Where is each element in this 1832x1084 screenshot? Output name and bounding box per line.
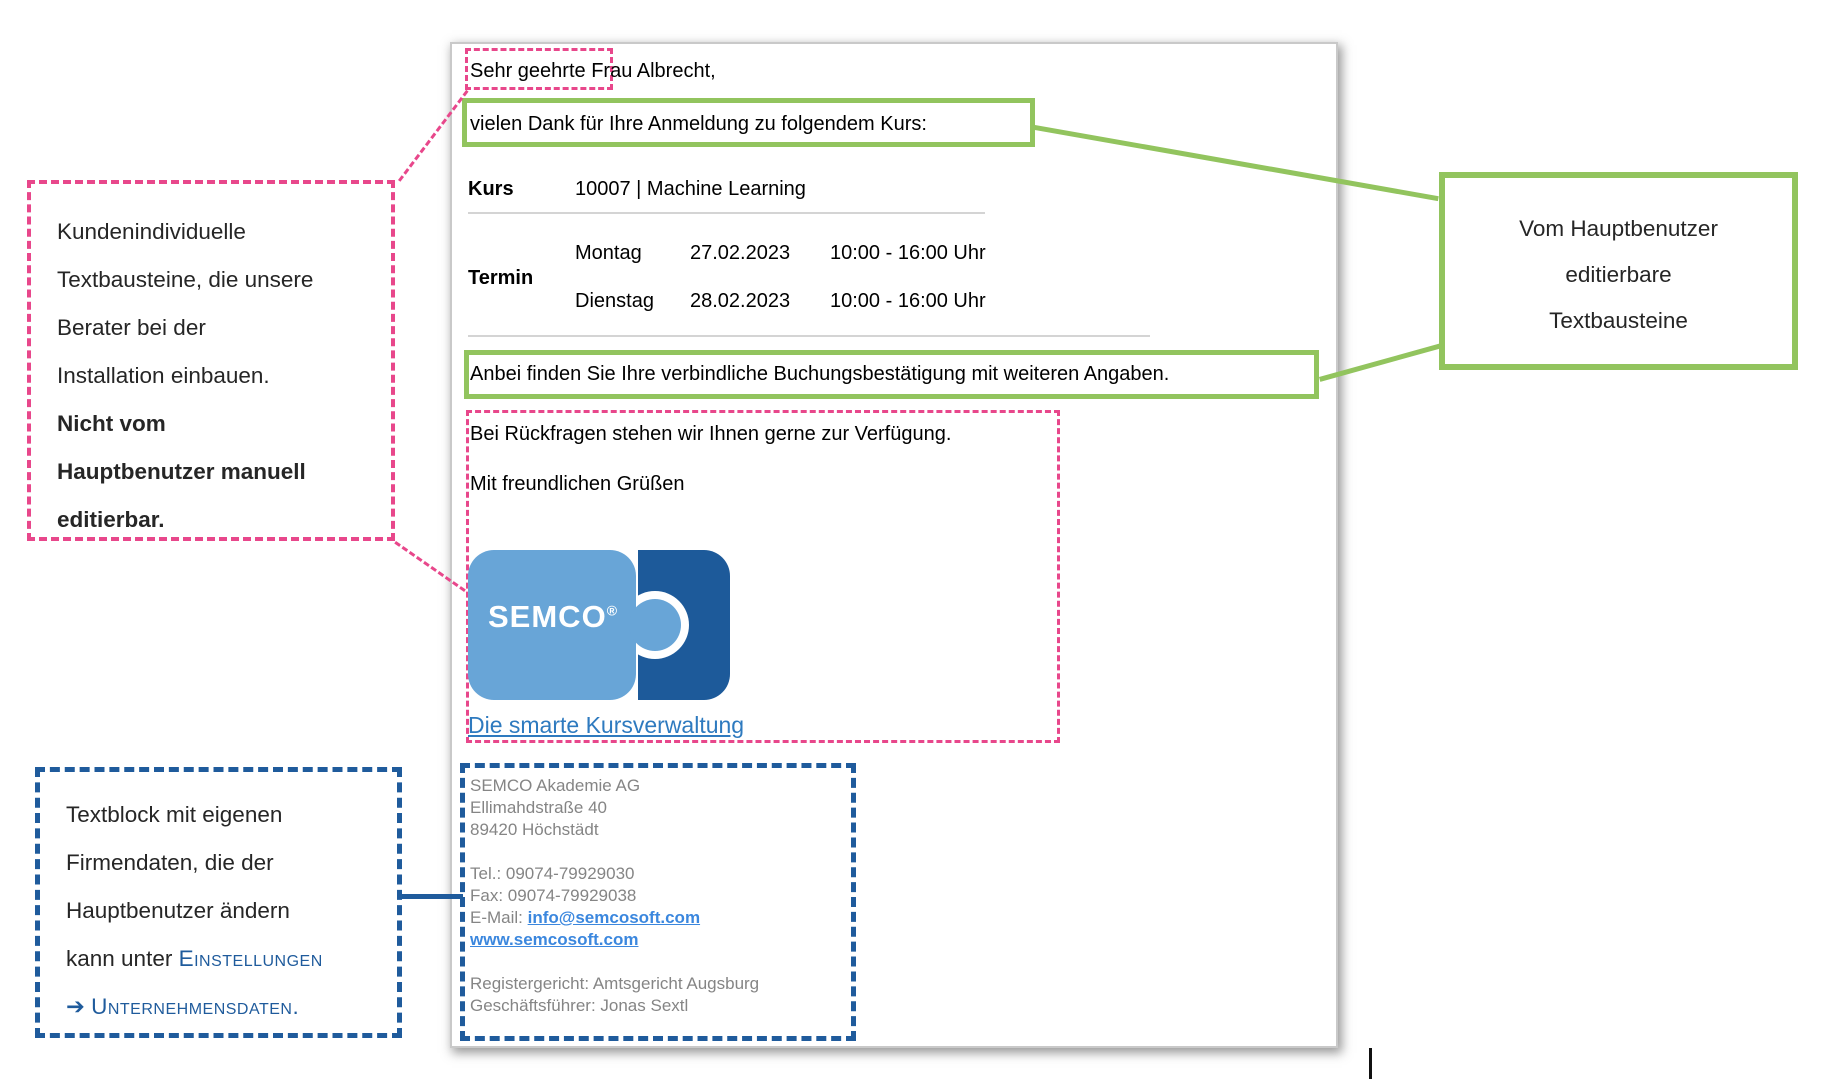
semco-logo: SEMCO® bbox=[468, 550, 730, 700]
company-street: Ellimahdstraße 40 bbox=[470, 798, 608, 817]
company-city: 89420 Höchstädt bbox=[470, 820, 599, 839]
company-data-menu-ref: Unternehmensdaten. bbox=[91, 994, 300, 1019]
signature-block: SEMCO Akademie AG Ellimahdstraße 40 8942… bbox=[470, 775, 759, 1017]
note-editable-text-blocks: Vom Hauptbenutzer editierbare Textbauste… bbox=[1439, 172, 1798, 370]
company-website-line: www.semcosoft.com bbox=[470, 929, 759, 951]
company-email-line: E-Mail: info@semcosoft.com bbox=[470, 908, 701, 927]
greeting-line: Sehr geehrte Frau Albrecht, bbox=[470, 60, 716, 83]
session-date: 27.02.2023 bbox=[690, 242, 791, 264]
company-tel: Tel.: 09074-79929030 bbox=[470, 864, 635, 883]
questions-line: Bei Rückfragen stehen wir Ihnen gerne zu… bbox=[470, 423, 952, 445]
session-day: Montag bbox=[575, 242, 642, 264]
table-divider bbox=[468, 212, 985, 214]
attachment-line: Anbei finden Sie Ihre verbindliche Buchu… bbox=[470, 363, 1170, 385]
company-fax: Fax: 09074-79929038 bbox=[470, 886, 637, 905]
ceo-line: Geschäftsführer: Jonas Sextl bbox=[470, 996, 689, 1015]
logo-light-shape bbox=[468, 550, 636, 700]
email-link[interactable]: info@semcosoft.com bbox=[527, 908, 701, 927]
text-cursor bbox=[1369, 1048, 1372, 1079]
logo-tagline: Die smarte Kursverwaltung bbox=[468, 712, 745, 738]
termin-label: Termin bbox=[468, 267, 534, 289]
session-time: 10:00 - 16:00 Uhr bbox=[830, 242, 986, 264]
session-time: 10:00 - 16:00 Uhr bbox=[830, 290, 986, 312]
registered-mark: ® bbox=[606, 602, 619, 619]
session-date: 28.02.2023 bbox=[690, 290, 791, 312]
email-document: Sehr geehrte Frau Albrecht, vielen Dank … bbox=[450, 42, 1338, 1048]
logo-bulge bbox=[629, 599, 681, 651]
table-divider bbox=[468, 335, 1150, 337]
note-custom-text-blocks: Kundenindividuelle Textbausteine, die un… bbox=[27, 180, 395, 541]
logo-wordmark: SEMCO® bbox=[488, 599, 619, 634]
connector-blue bbox=[399, 894, 463, 899]
greeting-highlight: Sehr geehrte bbox=[470, 60, 586, 82]
note-company-data: Textblock mit eigenen Firmendaten, die d… bbox=[35, 767, 402, 1038]
course-value: 10007 | Machine Learning bbox=[575, 178, 806, 200]
greeting-rest: Frau Albrecht, bbox=[585, 60, 716, 82]
course-label: Kurs bbox=[468, 178, 514, 200]
closing-line: Mit freundlichen Grüßen bbox=[470, 473, 685, 495]
website-link[interactable]: www.semcosoft.com bbox=[470, 930, 639, 949]
arrow-icon: ➔ bbox=[66, 994, 92, 1019]
session-day: Dienstag bbox=[575, 290, 654, 312]
company-name: SEMCO Akademie AG bbox=[470, 776, 641, 795]
settings-menu-ref: Einstellungen bbox=[178, 946, 323, 971]
thanks-line: vielen Dank für Ihre Anmeldung zu folgen… bbox=[470, 113, 927, 135]
register-court: Registergericht: Amtsgericht Augsburg bbox=[470, 974, 760, 993]
